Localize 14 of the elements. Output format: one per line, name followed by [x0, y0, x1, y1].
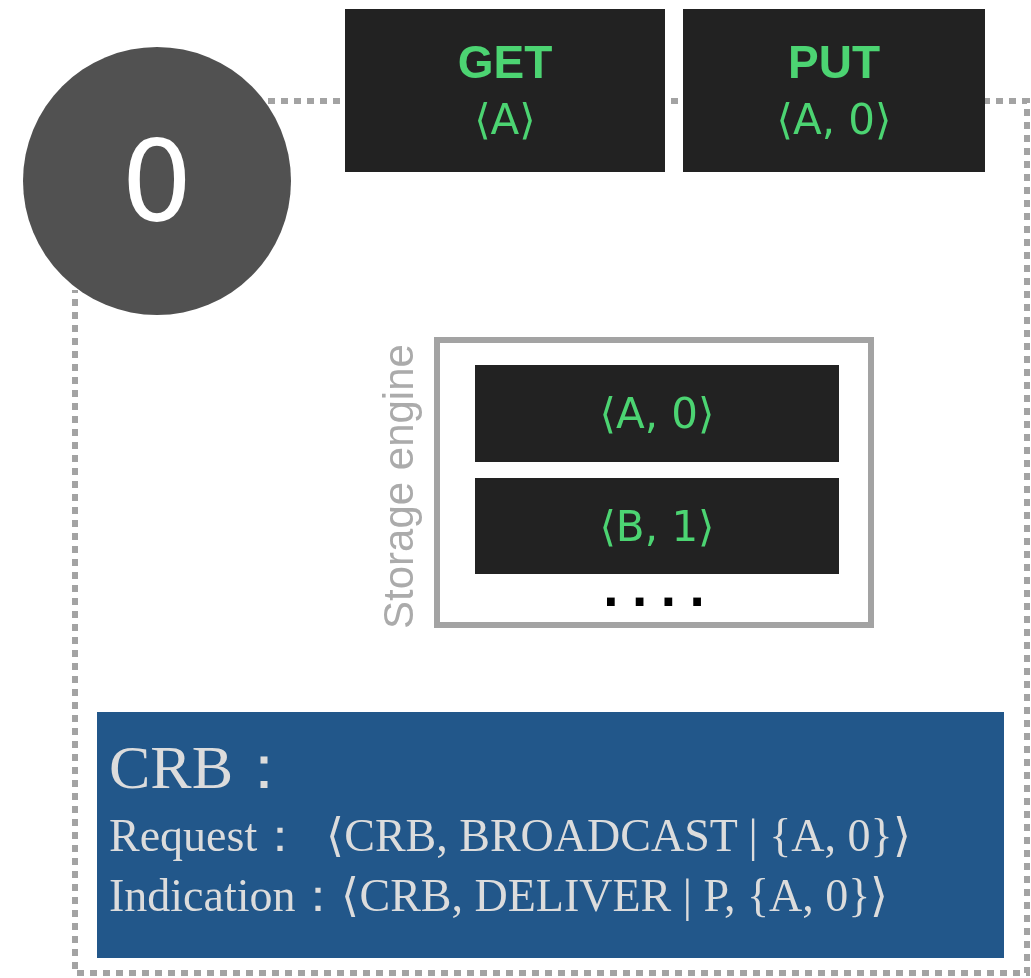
operation-argument: ⟨A⟩ [474, 93, 536, 146]
panel-heading: CRB： [109, 732, 297, 803]
interface-panel [97, 712, 1004, 958]
operation-name: PUT [788, 34, 880, 90]
record-box: ⟨A, 0⟩ [475, 365, 839, 462]
operation-box [345, 9, 665, 172]
operation-name: GET [457, 34, 553, 90]
process-circle: 0 [23, 47, 291, 315]
interface-line: Indication：⟨CRB, DELIVER | P, {A, 0}⟩ [109, 869, 890, 923]
interface-line: Request： ⟨CRB, BROADCAST | {A, 0}⟩ [109, 809, 912, 863]
operation-argument: ⟨A, 0⟩ [776, 93, 892, 146]
storage-heading: Storage engine [374, 343, 423, 632]
record-box: ⟨B, 1⟩ [475, 478, 839, 574]
operation-box [683, 9, 985, 172]
